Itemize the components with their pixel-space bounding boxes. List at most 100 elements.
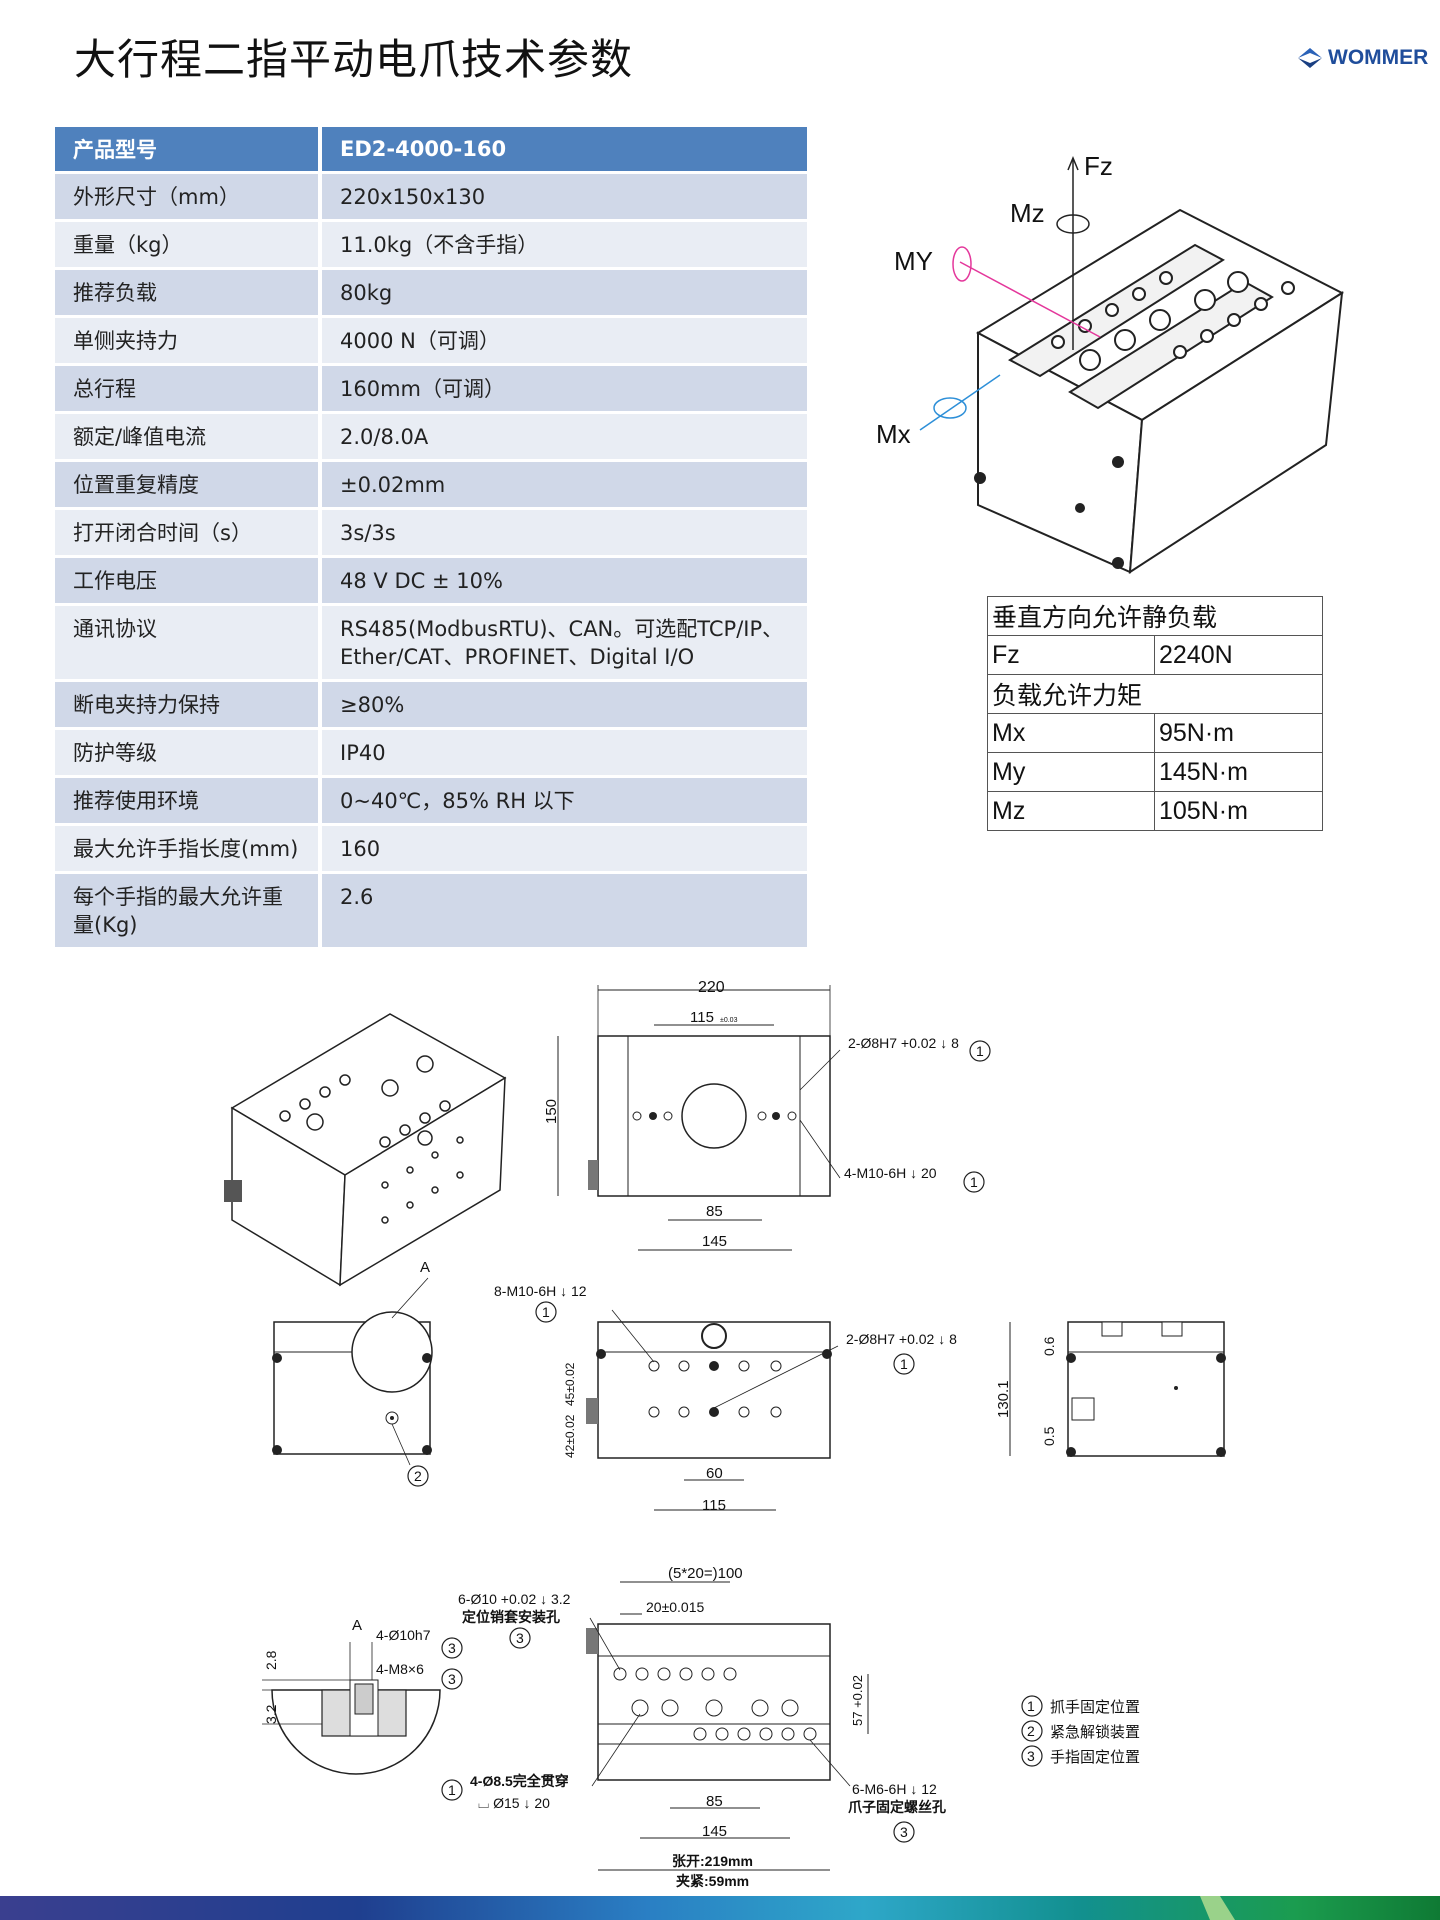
dim-top-150: 150 [543, 1099, 560, 1124]
fz-label: Fz [1084, 151, 1113, 181]
jaw-holes [1051, 271, 1295, 371]
callout-circle [535, 1301, 557, 1323]
mx-rotation-icon [933, 397, 967, 419]
spec-key: 推荐负载 [55, 270, 322, 315]
spec-row: 打开闭合时间（s）3s/3s [55, 510, 807, 555]
spec-row: 断电夹持力保持≥80% [55, 682, 807, 727]
dim-bot-57: 57 +0.02 [850, 1675, 865, 1726]
my-rotation-icon [952, 246, 972, 282]
callout-circle [441, 1637, 463, 1659]
load-mx-label: Mx [987, 713, 1155, 753]
top-callout-threads: 4-M10-6H ↓ 20 [844, 1165, 937, 1181]
spec-value: 220x150x130 [322, 174, 807, 219]
spec-value: RS485(ModbusRTU)、CAN。可选配TCP/IP、Ether/CAT… [322, 606, 807, 679]
dim-side-06: 0.6 [1041, 1336, 1057, 1356]
footer-bar [0, 1896, 1440, 1920]
spec-value: 160mm（可调） [322, 366, 807, 411]
dim-bot-20: 20±0.015 [646, 1599, 705, 1615]
gripper-iso-figure: Fz Mz MY Mx [876, 151, 1345, 574]
callout-circle [893, 1353, 915, 1375]
dim-top-115: 115 [690, 1009, 714, 1026]
side-view [1009, 1321, 1226, 1457]
section-a-label: A [420, 1259, 430, 1276]
spec-row: 位置重复精度±0.02mm [55, 462, 807, 507]
dim-front-60: 60 [706, 1465, 723, 1482]
callout-number: 1 [970, 1174, 978, 1190]
detail-a-view [262, 1642, 441, 1775]
spec-header-value: ED2-4000-160 [322, 127, 807, 171]
spec-value: 160 [322, 826, 807, 871]
load-moment-title: 负载允许力矩 [987, 674, 1323, 714]
dim-bot-100: (5*20=)100 [668, 1565, 743, 1582]
dim-front-42: 42±0.02 [563, 1414, 577, 1458]
screw-dot [1075, 503, 1085, 513]
detail-callout-thread: 4-M8×6 [376, 1661, 424, 1677]
brand-logo: WOMMER [1296, 46, 1428, 70]
mx-axis [919, 374, 1001, 431]
open-stroke: 张开:219mm [672, 1853, 753, 1869]
callout-circle [963, 1171, 985, 1193]
spec-key: 额定/峰值电流 [55, 414, 322, 459]
spec-value: 2.0/8.0A [322, 414, 807, 459]
spec-value: IP40 [322, 730, 807, 775]
detail-a-label: A [352, 1617, 362, 1634]
small-connector [224, 1180, 242, 1202]
legend-item-3: 手指固定位置 [1050, 1749, 1140, 1766]
dim-top-220: 220 [698, 979, 725, 996]
spec-key: 位置重复精度 [55, 462, 322, 507]
load-fz-label: Fz [987, 635, 1155, 675]
dim-top-115-tol: ±0.03 [720, 1017, 738, 1024]
spec-row: 最大允许手指长度(mm)160 [55, 826, 807, 871]
legend-item-1: 抓手固定位置 [1050, 1699, 1140, 1716]
spec-value: 11.0kg（不含手指） [322, 222, 807, 267]
detail-callout-pin: 4-Ø10h7 [376, 1627, 431, 1643]
callout-circle [441, 1668, 463, 1690]
legend-item-2: 紧急解锁装置 [1050, 1724, 1140, 1741]
bot-callout-through: 4-Ø8.5完全贯穿 [470, 1773, 569, 1789]
spec-key: 通讯协议 [55, 606, 322, 679]
screw-dot [1112, 456, 1124, 468]
dim-front-45: 45±0.02 [563, 1362, 577, 1406]
dim-bot-85: 85 [706, 1793, 723, 1810]
bot-callout-counterbore: ⌴ Ø15 ↓ 20 [478, 1795, 550, 1811]
top-callout-pins: 2-Ø8H7 +0.02 ↓ 8 [848, 1035, 959, 1051]
spec-value: 4000 N（可调） [322, 318, 807, 363]
spec-key: 外形尺寸（mm） [55, 174, 322, 219]
dim-det-28: 2.8 [263, 1650, 279, 1670]
close-stroke: 夹紧:59mm [676, 1873, 749, 1889]
spec-row: 重量（kg）11.0kg（不含手指） [55, 222, 807, 267]
gripper-iso-small [230, 1013, 507, 1287]
spec-key: 断电夹持力保持 [55, 682, 322, 727]
callout-circle [969, 1040, 991, 1062]
spec-key: 工作电压 [55, 558, 322, 603]
spec-row: 每个手指的最大允许重量(Kg)2.6 [55, 874, 807, 947]
spec-value: ≥80% [322, 682, 807, 727]
my-axis [959, 261, 1101, 338]
load-static-title: 垂直方向允许静负载 [987, 596, 1323, 636]
callout-circle [407, 1465, 429, 1487]
dim-top-85: 85 [706, 1203, 723, 1220]
dim-side-05: 0.5 [1041, 1426, 1057, 1446]
callout-number: 1 [900, 1356, 908, 1372]
page-title: 大行程二指平动电爪技术参数 [74, 35, 634, 84]
callout-number: 3 [448, 1640, 456, 1656]
spec-key: 推荐使用环境 [55, 778, 322, 823]
load-mz-value: 105N·m [1154, 791, 1323, 831]
top-view [557, 985, 841, 1251]
spec-header-row: 产品型号 ED2-4000-160 [55, 127, 807, 171]
bot-callout-pins-desc: 定位销套安装孔 [462, 1609, 560, 1625]
legend-num-1: 1 [1027, 1698, 1035, 1714]
callout-number: 1 [448, 1782, 456, 1798]
spec-key: 重量（kg） [55, 222, 322, 267]
spec-row: 外形尺寸（mm）220x150x130 [55, 174, 807, 219]
mz-label: Mz [1010, 198, 1045, 228]
spec-key: 每个手指的最大允许重量(Kg) [55, 874, 322, 947]
small-iso-holes [279, 1055, 464, 1224]
